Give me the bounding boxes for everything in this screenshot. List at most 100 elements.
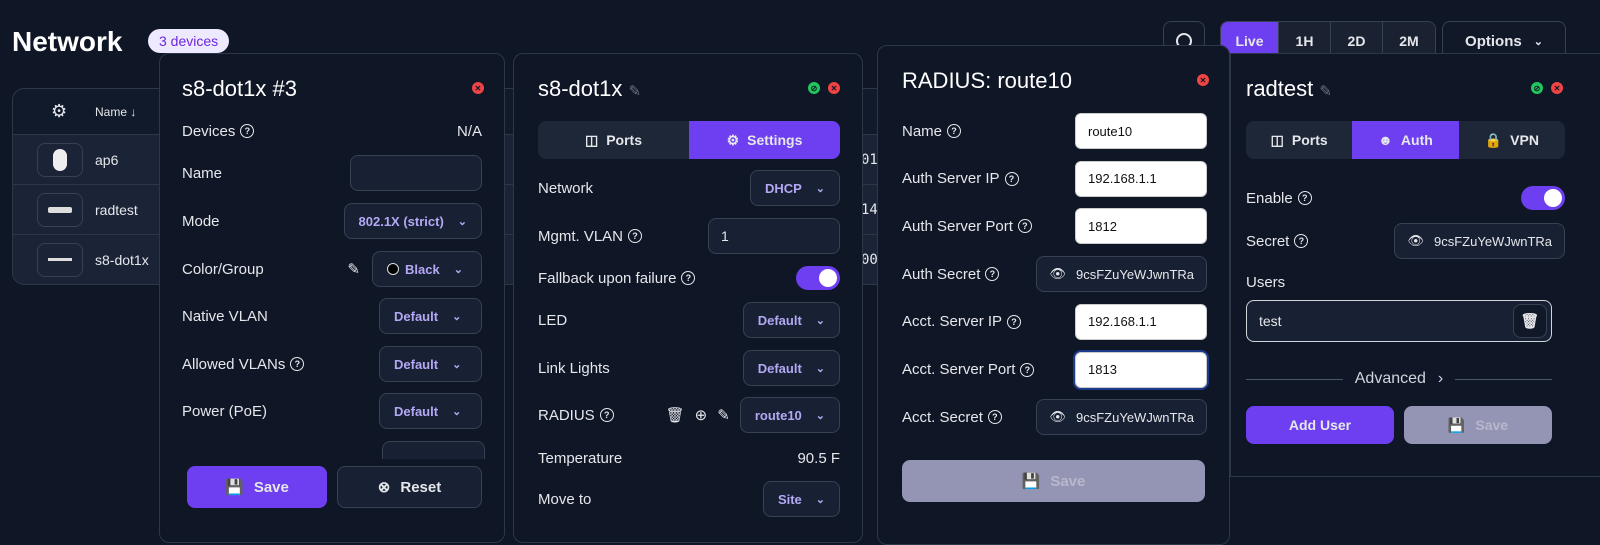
- save-icon: 💾: [1447, 416, 1466, 433]
- name-input[interactable]: [350, 155, 482, 191]
- tab-vpn[interactable]: 🔒VPN: [1484, 131, 1539, 149]
- save-button[interactable]: 💾Save: [187, 466, 327, 508]
- help-icon[interactable]: ?: [1004, 171, 1019, 186]
- mgmt-vlan-label: Mgmt. VLAN: [538, 227, 624, 245]
- help-icon[interactable]: ?: [290, 357, 305, 371]
- mode-label: Mode: [182, 212, 220, 230]
- network-select[interactable]: DHCP⌄: [749, 170, 840, 206]
- help-icon[interactable]: ?: [628, 229, 643, 243]
- close-icon[interactable]: ✕: [1551, 82, 1563, 94]
- gear-icon[interactable]: ⚙: [51, 101, 68, 121]
- native-vlan-select[interactable]: Default⌄: [379, 298, 482, 334]
- tab-auth[interactable]: ☻Auth: [1352, 121, 1459, 159]
- native-vlan-label: Native VLAN: [182, 307, 268, 325]
- help-icon[interactable]: ?: [240, 124, 255, 138]
- field-input[interactable]: 192.168.1.1: [1075, 160, 1207, 197]
- radius-field-row: Acct. Secret? 👁9csFZuYeWJwnTRa: [902, 398, 1207, 436]
- pencil-icon[interactable]: ✎: [628, 83, 642, 100]
- help-icon[interactable]: ?: [1017, 219, 1032, 234]
- help-icon[interactable]: ?: [1020, 362, 1035, 377]
- save-icon: 💾: [1021, 473, 1041, 490]
- field-label: Auth Server Port: [902, 217, 1013, 235]
- color-swatch: [387, 263, 399, 275]
- partial-select: [382, 441, 485, 459]
- radtest-panel: radtest ✎ ⊘ ✕ ◫Ports☻Auth🔒VPN Enable? Se…: [1230, 53, 1600, 477]
- trash-icon: 🗑: [1520, 313, 1540, 330]
- user-input[interactable]: test🗑: [1246, 300, 1552, 342]
- mgmt-vlan-input[interactable]: 1: [708, 218, 840, 254]
- help-icon[interactable]: ?: [1294, 234, 1309, 248]
- devices-value: N/A: [456, 122, 482, 140]
- close-icon[interactable]: ✕: [1197, 74, 1209, 86]
- help-icon[interactable]: ?: [947, 124, 962, 138]
- close-icon[interactable]: ✕: [472, 82, 484, 94]
- delete-user-button[interactable]: 🗑: [1513, 304, 1547, 338]
- color-select[interactable]: Black⌄: [372, 251, 482, 287]
- led-select[interactable]: Default⌄: [742, 302, 840, 338]
- color-label: Color/Group: [182, 260, 264, 278]
- add-user-button[interactable]: Add User: [1246, 406, 1394, 444]
- field-label: Auth Server IP: [902, 170, 1000, 188]
- panel-title: s8-dot1x #3: [182, 76, 297, 101]
- field-input[interactable]: route10: [1075, 113, 1207, 149]
- eye-icon: 👁: [1049, 266, 1066, 282]
- secret-field[interactable]: 👁9csFZuYeWJwnTRa: [1036, 256, 1207, 293]
- secret-field[interactable]: 👁9csFZuYeWJwnTRa: [1394, 223, 1565, 259]
- device-name: ap6: [95, 151, 119, 168]
- poe-select[interactable]: Default⌄: [379, 393, 482, 429]
- device-name: s8-dot1x: [95, 251, 149, 268]
- eye-icon: 👁: [1049, 409, 1066, 425]
- pencil-icon[interactable]: ✎: [347, 261, 360, 278]
- tab-settings[interactable]: ⚙Settings: [689, 121, 840, 159]
- link-lights-label: Link Lights: [538, 359, 610, 377]
- field-label: Name: [902, 122, 943, 140]
- reset-button[interactable]: ⊗Reset: [337, 466, 482, 508]
- allowed-vlans-select[interactable]: Default⌄: [379, 346, 482, 382]
- help-icon[interactable]: ?: [681, 271, 696, 285]
- radius-select[interactable]: route10⌄: [739, 397, 840, 433]
- secret-label: Secret: [1246, 232, 1290, 250]
- name-column-header[interactable]: Name ↓: [95, 104, 137, 119]
- help-icon[interactable]: ?: [599, 408, 614, 422]
- add-icon[interactable]: ⊕: [694, 407, 708, 424]
- tab-ports[interactable]: ◫Ports: [1270, 131, 1328, 149]
- field-label: Auth Secret: [902, 265, 981, 283]
- link-lights-select[interactable]: Default⌄: [742, 350, 840, 386]
- cell-value: 01: [861, 151, 878, 168]
- field-input[interactable]: 1812: [1075, 208, 1207, 245]
- help-icon[interactable]: ?: [1297, 191, 1312, 205]
- tab-ports[interactable]: ◫Ports: [584, 131, 643, 149]
- close-icon[interactable]: ✕: [828, 82, 840, 94]
- pencil-icon[interactable]: ✎: [717, 407, 730, 424]
- move-to-select[interactable]: Site⌄: [762, 481, 840, 517]
- radius-field-row: Auth Server IP? 192.168.1.1: [902, 160, 1207, 198]
- radius-field-row: Name? route10: [902, 112, 1207, 150]
- eye-icon: 👁: [1407, 233, 1424, 248]
- options-label: Options: [1465, 32, 1522, 50]
- panel-title: radtest: [1246, 76, 1314, 101]
- trash-icon[interactable]: 🗑: [665, 407, 685, 424]
- save-icon: 💾: [225, 479, 244, 496]
- help-icon[interactable]: ?: [987, 410, 1002, 425]
- enable-toggle[interactable]: [1521, 186, 1565, 210]
- temperature-value: 90.5 F: [797, 449, 840, 467]
- advanced-toggle[interactable]: Advanced›: [1246, 370, 1552, 388]
- led-label: LED: [538, 311, 568, 329]
- radius-save-button[interactable]: 💾Save: [902, 460, 1205, 502]
- save-button[interactable]: 💾Save: [1404, 406, 1552, 444]
- help-icon[interactable]: ?: [985, 267, 1000, 282]
- radius-label: RADIUS: [538, 406, 595, 424]
- radius-field-row: Auth Secret? 👁9csFZuYeWJwnTRa: [902, 255, 1207, 293]
- field-input[interactable]: 192.168.1.1: [1075, 303, 1207, 340]
- secret-field[interactable]: 👁9csFZuYeWJwnTRa: [1036, 399, 1207, 436]
- mode-select[interactable]: 802.1X (strict)⌄: [343, 203, 482, 239]
- field-label: Acct. Server Port: [902, 361, 1016, 378]
- pencil-icon[interactable]: ✎: [1319, 83, 1332, 100]
- field-input[interactable]: 1813: [1075, 351, 1207, 388]
- network-label: Network: [538, 179, 594, 197]
- field-label: Acct. Secret: [902, 408, 983, 426]
- ap-device-icon: [37, 142, 83, 177]
- fallback-toggle[interactable]: [796, 266, 840, 290]
- help-icon[interactable]: ?: [1007, 314, 1022, 329]
